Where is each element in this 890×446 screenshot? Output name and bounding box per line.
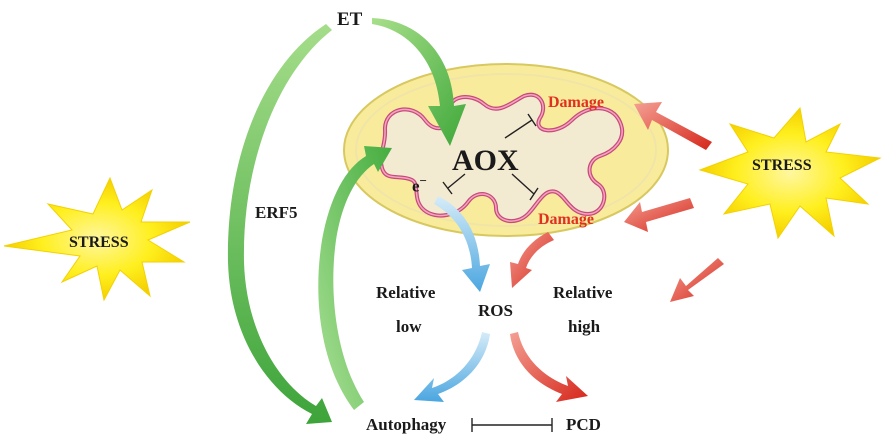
autophagy-label: Autophagy [366, 415, 447, 434]
relative-low-line1: Relative [376, 283, 436, 302]
stress-right-label: STRESS [752, 157, 812, 174]
aox-inhibition-lines [442, 113, 539, 201]
damage-top-label: Damage [548, 94, 604, 111]
autophagy-pcd-inhibition [471, 418, 553, 432]
stress-left-label: STRESS [69, 234, 129, 251]
red-arrow-damage-to-ros [510, 232, 554, 288]
electron-label: e− [412, 174, 427, 195]
stress-star-right [698, 106, 882, 240]
blue-arrow-electron-to-ros [434, 196, 490, 292]
erf5-label: ERF5 [255, 203, 298, 222]
green-arrow-et-to-aox [372, 18, 466, 146]
aox-label: AOX [452, 144, 519, 177]
blue-arrow-ros-to-autophagy [414, 332, 490, 402]
relative-low-line2: low [396, 317, 422, 336]
stress-star-left [3, 176, 191, 302]
et-label: ET [337, 9, 363, 30]
electron-symbol: e [412, 176, 420, 196]
green-arrow-autophagy-to-mito [318, 146, 392, 410]
green-arrow-et-to-autophagy [227, 24, 332, 424]
relative-high-line2: high [568, 317, 601, 336]
relative-high-line1: Relative [553, 283, 613, 302]
red-arrow-ros-to-pcd [510, 332, 588, 402]
pcd-label: PCD [566, 415, 601, 434]
mitochondrion-cristae-inner [380, 93, 623, 222]
red-arrow-stress-to-damage-top [634, 102, 712, 150]
ros-label: ROS [478, 301, 513, 320]
red-arrow-stress-to-damage-bottom [624, 198, 694, 232]
red-arrow-stress-to-high [670, 258, 724, 302]
damage-bottom-label: Damage [538, 211, 594, 228]
electron-charge: − [419, 173, 427, 188]
mitochondrion-inner-rim [355, 73, 657, 227]
